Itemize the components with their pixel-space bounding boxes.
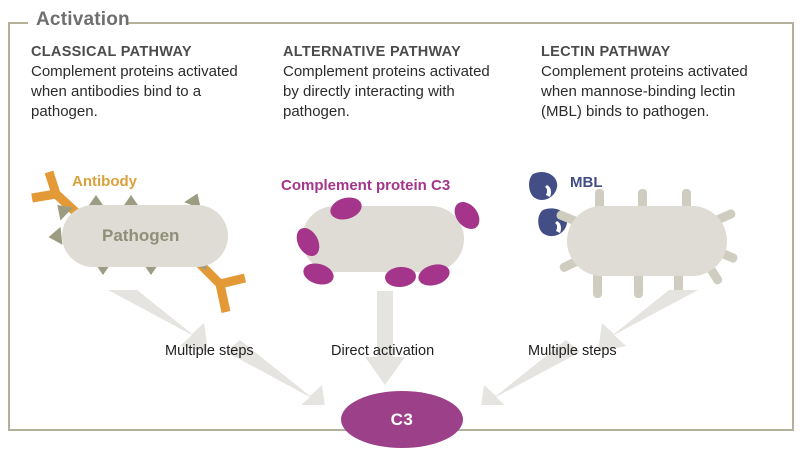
pathway-column-alternative: ALTERNATIVE PATHWAY Complement proteins … <box>283 44 515 122</box>
pathway-title-lectin: LECTIN PATHWAY <box>541 44 671 60</box>
chevron-arrow-icon <box>108 290 325 405</box>
mannose-rod-icon <box>638 189 647 215</box>
frame-border-left <box>8 22 10 431</box>
frame-border-top-right <box>126 22 794 24</box>
c3-result-node: C3 <box>341 391 463 448</box>
pathogen-spike-icon <box>47 226 63 247</box>
antibody-label: Antibody <box>72 173 137 190</box>
pathogen-label-classical: Pathogen <box>102 226 180 245</box>
step-label-classical: Multiple steps <box>165 343 254 359</box>
mannose-rod-icon <box>674 272 683 298</box>
pathway-description-alternative: Complement proteins activated by directl… <box>283 63 490 120</box>
mannose-rod-icon <box>595 189 604 215</box>
mannose-rod-icon <box>634 272 643 298</box>
mannose-rod-icon <box>682 189 691 215</box>
pathway-title-alternative: ALTERNATIVE PATHWAY <box>283 44 462 60</box>
step-label-alternative: Direct activation <box>331 343 435 359</box>
c3-result-label: C3 <box>390 409 414 429</box>
pathogen-body-alternative <box>302 206 464 272</box>
pathway-column-classical: CLASSICAL PATHWAY Complement proteins ac… <box>31 44 263 122</box>
pathway-description-classical: Complement proteins activated when antib… <box>31 63 238 120</box>
pathway-column-lectin: LECTIN PATHWAY Complement proteins activ… <box>541 44 773 122</box>
mannose-rod-icon <box>593 272 602 298</box>
complement-protein-c3-label: Complement protein C3 <box>281 177 451 194</box>
pathogen-body-lectin <box>567 206 727 276</box>
pathway-description-lectin: Complement proteins activated when manno… <box>541 63 748 120</box>
mbl-label: MBL <box>570 174 603 191</box>
pathway-title-classical: CLASSICAL PATHWAY <box>31 44 192 60</box>
pathogen-spike-icon <box>122 195 140 208</box>
step-label-lectin: Multiple steps <box>528 343 617 359</box>
complement-c3-blob-icon <box>384 265 417 289</box>
frame-border-right <box>792 22 794 431</box>
pathogen-body-classical <box>62 205 228 267</box>
diagram-legend-title: Activation <box>36 9 130 30</box>
pathogen-spike-icon <box>87 195 105 208</box>
frame-border-top-left <box>8 22 28 24</box>
chevron-arrow-icon <box>481 290 698 405</box>
down-arrow-icon <box>365 291 405 385</box>
mbl-lectin-icon <box>529 171 558 200</box>
